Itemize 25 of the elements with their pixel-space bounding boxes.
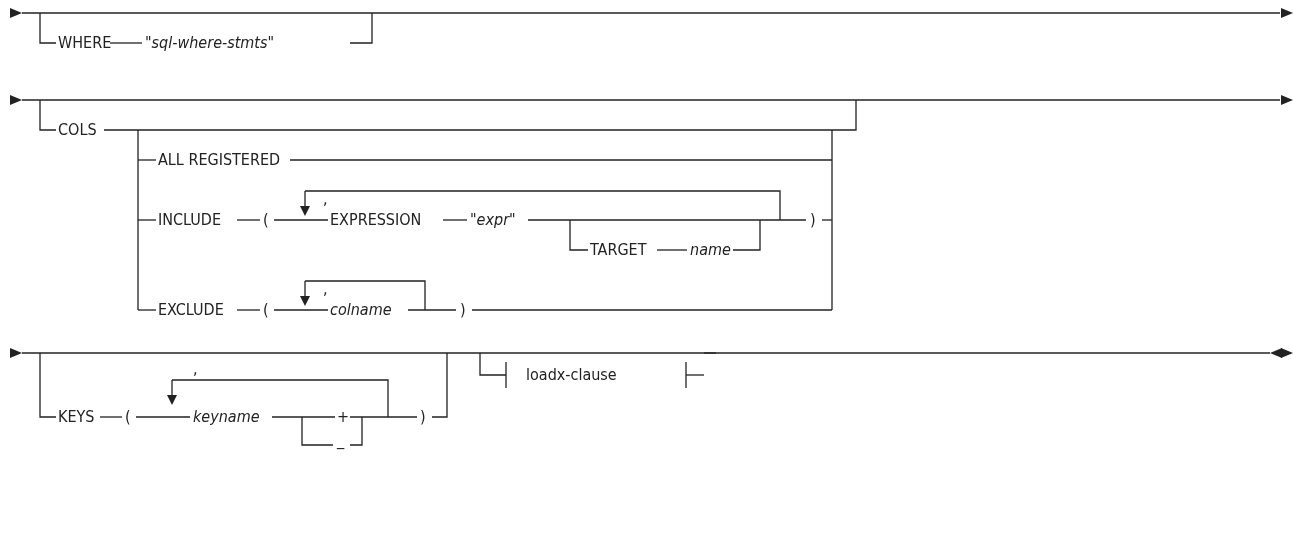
keyword: WHERE [58,34,112,52]
variable-name: name [690,241,731,259]
keyword: EXPRESSION [330,211,422,229]
keyword: COLS [58,121,97,139]
punctuation-mark: ( [125,408,131,426]
separator-comma: , [323,280,328,298]
punctuation-mark: ) [420,408,426,426]
variable-name: "expr" [470,211,516,229]
fragment-name: loadx-clause [526,366,617,384]
variable-name: keyname [193,408,260,426]
separator-comma: , [193,360,198,378]
keyword: TARGET [590,241,647,259]
operator-sign: + [337,408,350,426]
variable-name: colname [330,301,392,319]
separator-comma: , [323,190,328,208]
punctuation-mark: ) [810,211,816,229]
keyword: EXCLUDE [158,301,224,319]
punctuation-mark: ) [460,301,466,319]
punctuation-mark: ( [263,301,269,319]
variable-name: "sql-where-stmts" [145,34,275,52]
keyword: KEYS [58,408,95,426]
operator-sign: _ [337,431,345,449]
keyword: ALL REGISTERED [158,151,281,169]
keyword: INCLUDE [158,211,221,229]
punctuation-mark: ( [263,211,269,229]
